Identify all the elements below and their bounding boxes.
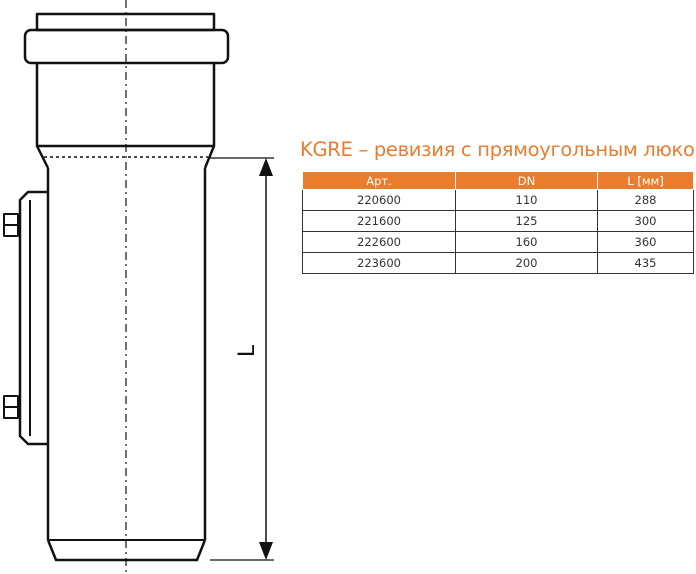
- dimension-label: L: [235, 344, 260, 357]
- cell-length: 435: [597, 252, 694, 274]
- inspection-hatch: [18, 190, 48, 446]
- header-length: L [мм]: [597, 171, 694, 190]
- table-header-row: Арт. DN L [мм]: [302, 171, 694, 190]
- dim-arrow-bottom: [259, 542, 273, 560]
- cell-length: 360: [597, 231, 694, 253]
- table-row: 221600 125 300: [302, 210, 694, 232]
- cell-article: 223600: [302, 252, 456, 274]
- cell-dn: 110: [455, 189, 598, 211]
- cell-article: 221600: [302, 210, 456, 232]
- socket-taper: [35, 145, 216, 169]
- dim-arrow-top: [259, 158, 273, 176]
- cell-dn: 125: [455, 210, 598, 232]
- table-row: 220600 110 288: [302, 189, 694, 211]
- table-row: 222600 160 360: [302, 231, 694, 253]
- spec-table: Арт. DN L [мм] 220600 110 288 221600 125…: [302, 171, 694, 274]
- header-dn: DN: [455, 171, 598, 190]
- table-row: 223600 200 435: [302, 252, 694, 274]
- cell-length: 288: [597, 189, 694, 211]
- product-title: KGRE – ревизия с прямоугольным люком: [300, 138, 696, 161]
- pipe-body: [46, 168, 207, 540]
- cell-article: 220600: [302, 189, 456, 211]
- cell-length: 300: [597, 210, 694, 232]
- header-article: Арт.: [302, 171, 456, 190]
- cell-dn: 160: [455, 231, 598, 253]
- cell-article: 222600: [302, 231, 456, 253]
- cell-dn: 200: [455, 252, 598, 274]
